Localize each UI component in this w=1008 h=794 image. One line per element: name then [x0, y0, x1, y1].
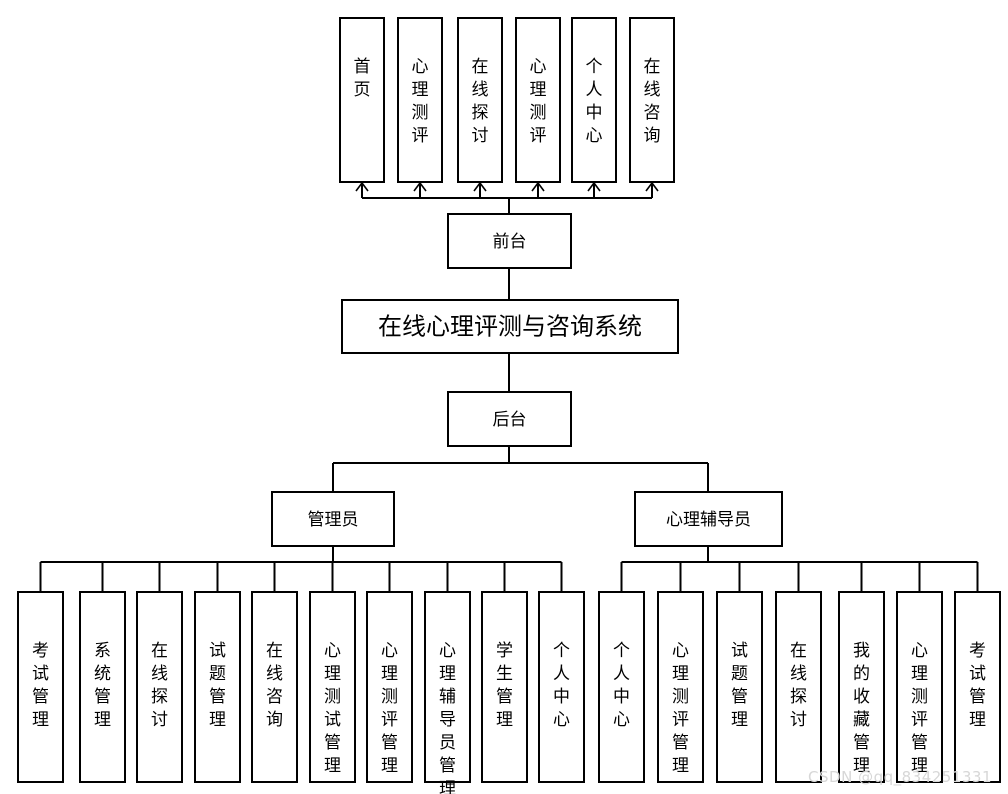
- frontend-item-box: [457, 17, 503, 183]
- admin-item-box: [194, 591, 241, 783]
- admin-item-box: [251, 591, 298, 783]
- admin-item-box: [17, 591, 64, 783]
- counselor-item-box: [657, 591, 704, 783]
- admin-item-box: [309, 591, 356, 783]
- counselor-item-box-label: 考试管理: [969, 641, 986, 730]
- csdn-watermark: CSDN @qq_834251331: [808, 768, 992, 786]
- frontend-item-box: [397, 17, 443, 183]
- frontend-box: [447, 213, 572, 269]
- counselor-item-box-label: 我的收藏管理: [853, 641, 870, 776]
- frontend-item-box: [515, 17, 561, 183]
- counselor-item-box-label: 个人中心: [613, 641, 630, 730]
- admin-role-box: [271, 491, 395, 547]
- admin-item-box-label: 考试管理: [32, 641, 49, 730]
- admin-item-box: [538, 591, 585, 783]
- frontend-item-box: [571, 17, 617, 183]
- admin-item-box-label: 在线探讨: [151, 641, 168, 730]
- counselor-item-box-label: 心理测评管理: [911, 641, 928, 776]
- counselor-item-box-label: 试题管理: [731, 641, 748, 730]
- counselor-item-box: [896, 591, 943, 783]
- frontend-item-box-label: 在线咨询: [644, 57, 661, 146]
- counselor-item-box: [954, 591, 1001, 783]
- counselor-role-box: [634, 491, 783, 547]
- admin-item-box-label: 系统管理: [94, 641, 111, 730]
- admin-item-box-label: 心理测评管理: [381, 641, 398, 776]
- admin-item-box-label: 心理辅导员管理: [439, 641, 456, 794]
- counselor-item-box-label: 在线探讨: [790, 641, 807, 730]
- admin-item-box-label: 个人中心: [553, 641, 570, 730]
- counselor-item-box: [775, 591, 822, 783]
- frontend-item-box: [629, 17, 675, 183]
- admin-item-box: [79, 591, 126, 783]
- frontend-box-label: 前台: [493, 232, 527, 252]
- counselor-item-box: [716, 591, 763, 783]
- counselor-item-box: [598, 591, 645, 783]
- root-system-box: [341, 299, 679, 354]
- frontend-item-box-label: 个人中心: [586, 57, 603, 146]
- admin-item-box-label: 在线咨询: [266, 641, 283, 730]
- admin-item-box: [481, 591, 528, 783]
- admin-role-box-label: 管理员: [308, 510, 359, 530]
- frontend-item-box-label: 心理测评: [530, 57, 547, 146]
- admin-item-box: [424, 591, 471, 783]
- counselor-item-box-label: 心理测评管理: [672, 641, 689, 776]
- admin-item-box: [366, 591, 413, 783]
- backend-box-label: 后台: [493, 410, 527, 430]
- admin-item-box-label: 学生管理: [496, 641, 513, 730]
- counselor-role-box-label: 心理辅导员: [666, 510, 751, 530]
- admin-item-box-label: 心理测试管理: [324, 641, 341, 776]
- admin-item-box-label: 试题管理: [209, 641, 226, 730]
- frontend-item-box-label: 心理测评: [412, 57, 429, 146]
- root-system-box-label: 在线心理评测与咨询系统: [378, 313, 642, 341]
- frontend-item-box-label: 首页: [354, 57, 371, 100]
- frontend-item-box-label: 在线探讨: [472, 57, 489, 146]
- frontend-item-box: [339, 17, 385, 183]
- admin-item-box: [136, 591, 183, 783]
- counselor-item-box: [838, 591, 885, 783]
